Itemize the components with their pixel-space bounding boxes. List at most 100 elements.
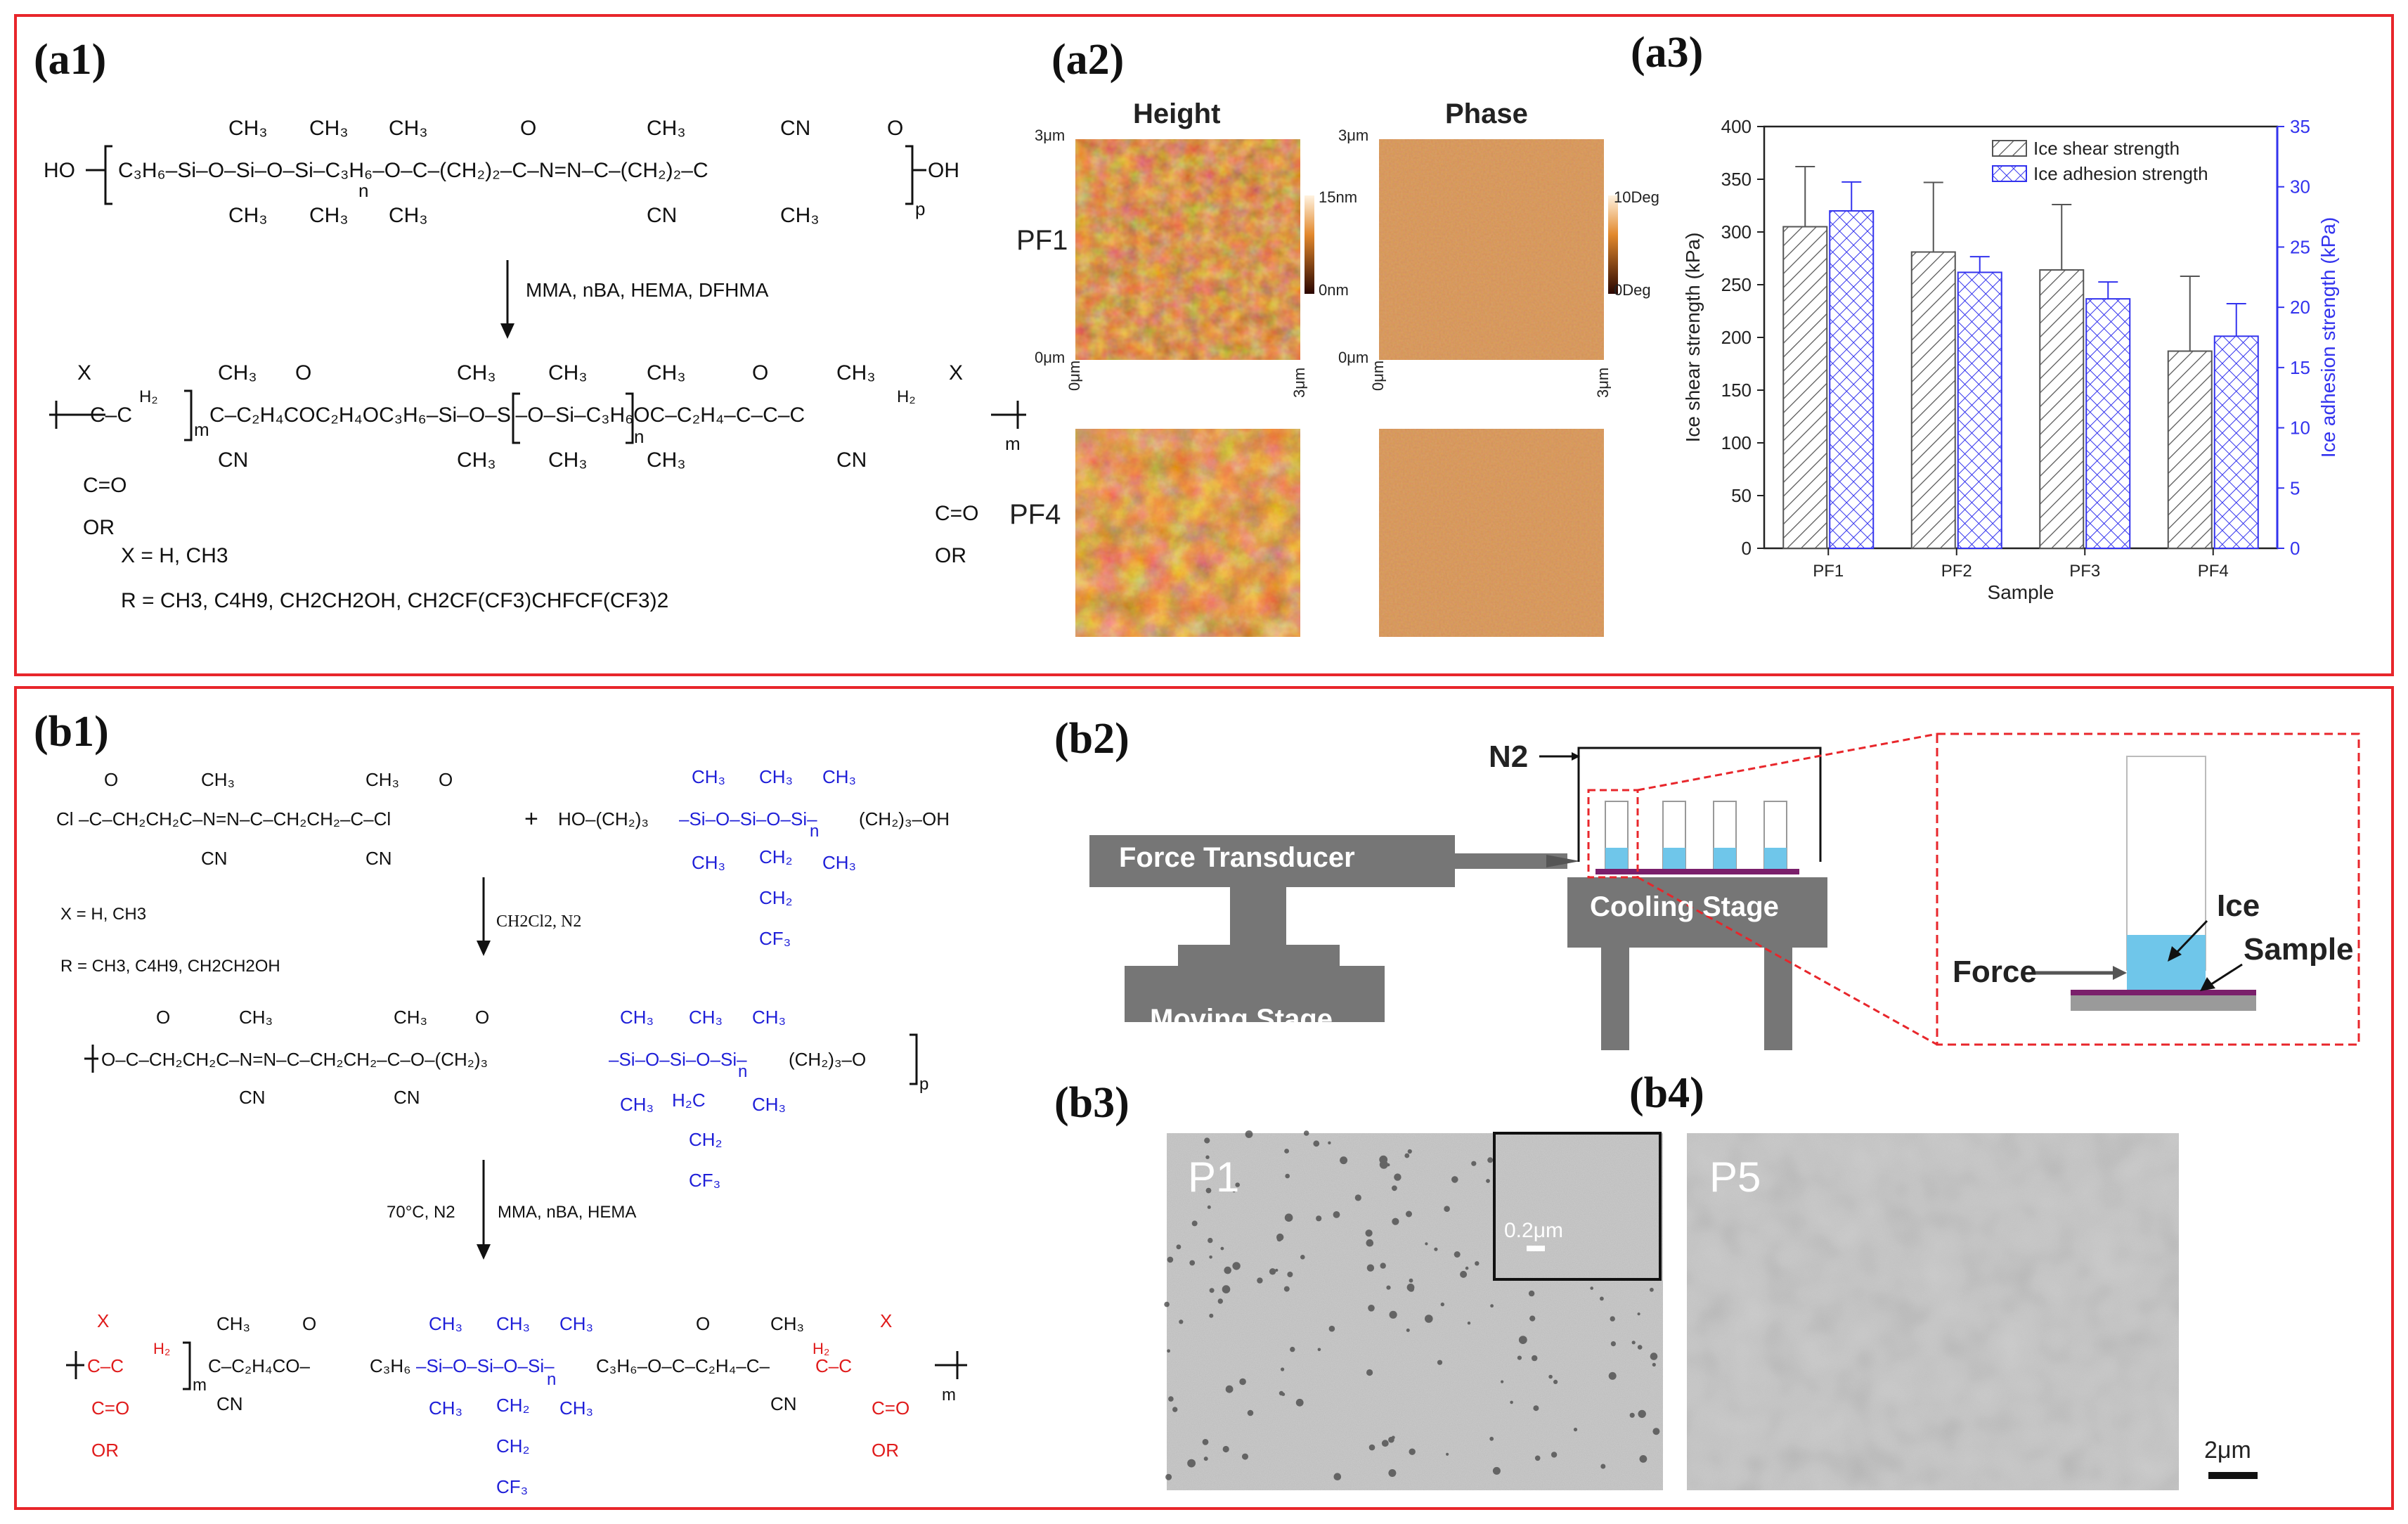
tem-particle [1406, 1328, 1410, 1332]
b3-inset-scale: 0.2μm [1504, 1219, 1563, 1242]
a1-bottom-structure: X C–C H₂ m C–C₂H₄COC₂H₄OC₃H₆–Si–O–Si–O–S… [49, 361, 1026, 567]
svg-text:O: O [156, 1007, 170, 1028]
afm-phase-pf1 [1379, 139, 1604, 360]
y-tick-label: 350 [1721, 169, 1752, 190]
ice-strength-bar-chart: 05010015020025030035040005101520253035PF… [1682, 116, 2339, 603]
svg-text:O: O [439, 769, 453, 790]
svg-text:C–C₂H₄CO–: C–C₂H₄CO– [208, 1355, 310, 1376]
afm-height-pf1 [1075, 139, 1300, 360]
svg-text:O: O [295, 361, 311, 385]
tem-particle [1610, 1341, 1616, 1347]
b1-sub-n-mid: n [738, 1062, 747, 1081]
svg-text:–Si–O–Si–O–Si–: –Si–O–Si–O–Si– [679, 808, 817, 829]
svg-text:CH₃: CH₃ [201, 769, 235, 790]
tem-particle [1381, 1440, 1389, 1447]
svg-text:CH₃: CH₃ [216, 1313, 250, 1334]
y-right-tick-label: 25 [2290, 236, 2310, 257]
tem-particle [1471, 1161, 1477, 1166]
sample-layer [2071, 990, 2256, 995]
b1-sub-n-top: n [810, 822, 819, 841]
a2-tick-0um-p-y: 0μm [1338, 349, 1369, 366]
svg-text:CH₃: CH₃ [822, 852, 856, 873]
svg-text:CH₃: CH₃ [309, 204, 349, 227]
svg-text:H₂: H₂ [139, 387, 158, 406]
phase-colorbar [1608, 195, 1618, 294]
tem-particle [1203, 1457, 1208, 1461]
ice-columns [1595, 801, 1799, 874]
a1-sub-p: p [915, 198, 925, 219]
tem-particle [1380, 1263, 1386, 1269]
svg-text:C₃H₆–O–C–C₂H₄–C–: C₃H₆–O–C–C₂H₄–C– [596, 1355, 770, 1376]
a2-tick-0um-p-x: 0μm [1369, 360, 1387, 391]
tem-particle [1283, 1286, 1290, 1292]
tem-image-p1 [1164, 1130, 1663, 1490]
tem-particle [1209, 1255, 1212, 1259]
tem-particle [1313, 1140, 1320, 1147]
tem-particle [1279, 1390, 1284, 1396]
tem-particle [1386, 1285, 1391, 1290]
tem-particle [1269, 1268, 1276, 1275]
a1-r-def: R = CH3, C4H9, CH2CH2OH, CH2CF(CF3)CHFCF… [121, 589, 668, 612]
svg-text:CH₃: CH₃ [496, 1313, 530, 1334]
svg-text:C₃H₆–Si–O–Si–O–Si–C₃H₆–O–C–(CH: C₃H₆–Si–O–Si–O–Si–C₃H₆–O–C–(CH₂)₂–C–N=N–… [118, 159, 708, 182]
tem-particle [1365, 1229, 1373, 1237]
a1-reagents: MMA, nBA, HEMA, DFHMA [526, 279, 769, 301]
tem-particle [1392, 1185, 1397, 1192]
svg-text:C=O: C=O [872, 1397, 910, 1419]
tem-particle [1202, 1439, 1209, 1445]
tem-particle [1204, 1137, 1210, 1144]
svg-text:CN: CN [365, 848, 392, 869]
a2-tick-3um-h-x: 3μm [1290, 367, 1308, 398]
svg-text:CH₃: CH₃ [620, 1007, 654, 1028]
tem-particle [1650, 1352, 1658, 1360]
tem-particle [1317, 1348, 1321, 1352]
svg-text:X: X [949, 361, 963, 385]
label-b4: (b4) [1629, 1069, 1704, 1117]
svg-text:OR: OR [872, 1440, 899, 1461]
svg-text:CF₃: CF₃ [759, 928, 791, 949]
svg-text:CH₂: CH₂ [496, 1435, 530, 1457]
tem-particle [1333, 1211, 1340, 1218]
tem-particle [1205, 1155, 1210, 1159]
tem-particle [1548, 1374, 1553, 1379]
tem-particle [1406, 1210, 1412, 1218]
tem-particle [1394, 1173, 1402, 1181]
svg-text:CN: CN [836, 448, 867, 472]
legend-label-ice-shear: Ice shear strength [2033, 138, 2180, 159]
tem-particle [1179, 1319, 1184, 1324]
tem-particle [1652, 1428, 1660, 1435]
tem-particle [1340, 1156, 1348, 1165]
tem-particle [1333, 1473, 1342, 1480]
force-transducer-box [1089, 835, 1455, 887]
tem-particle [1489, 1436, 1494, 1441]
svg-text:CH₃: CH₃ [228, 117, 268, 140]
a2-tick-3um-h-y: 3μm [1035, 127, 1066, 144]
tem-particle [1316, 1215, 1322, 1222]
svg-text:CH₃: CH₃ [759, 766, 793, 787]
label-a2: (a2) [1051, 36, 1125, 84]
tem-particle [1172, 1407, 1178, 1412]
tem-particle [1629, 1412, 1635, 1418]
svg-text:O: O [475, 1007, 489, 1028]
n2-chamber [1577, 747, 1822, 862]
height-colorbar [1305, 195, 1314, 294]
legend-swatch-ice-adhesion [1992, 165, 2027, 182]
svg-text:(CH₂)₃–OH: (CH₂)₃–OH [859, 808, 950, 829]
b2-sample: Sample [2244, 932, 2354, 967]
svg-text:CH₃: CH₃ [689, 1007, 723, 1028]
svg-text:H₂: H₂ [897, 387, 916, 406]
tem-particle [1217, 1298, 1223, 1304]
tem-particle [1354, 1194, 1361, 1201]
x-tick-label: PF1 [1813, 562, 1844, 581]
svg-text:C–C: C–C [815, 1355, 852, 1376]
legend-label-ice-adhesion: Ice adhesion strength [2033, 163, 2208, 184]
svg-text:C=O: C=O [935, 502, 979, 525]
tem-particle [1460, 1270, 1468, 1278]
tem-particle [1600, 1464, 1606, 1469]
tem-particle [1281, 1367, 1285, 1371]
tem-particle [1590, 1286, 1593, 1290]
a2-tick-3um-p-x: 3μm [1594, 367, 1612, 398]
tem-particle [1300, 1255, 1305, 1260]
tem-particle [1639, 1455, 1648, 1463]
b1-scheme: Cl –C–CH₂CH₂C–N=N–C–CH₂CH₂–C–Cl O CH₃CN … [56, 766, 967, 1497]
